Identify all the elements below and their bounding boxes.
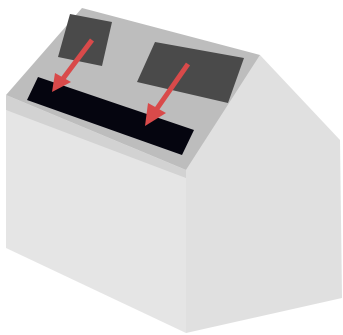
right-panel bbox=[137, 42, 244, 103]
opening-slot bbox=[27, 77, 194, 155]
body-front-face bbox=[6, 110, 186, 333]
roof-edge bbox=[6, 95, 186, 178]
arrow-right bbox=[145, 62, 191, 126]
arrow-left bbox=[52, 38, 94, 92]
body-right-face bbox=[186, 55, 342, 333]
left-panel bbox=[58, 14, 112, 66]
